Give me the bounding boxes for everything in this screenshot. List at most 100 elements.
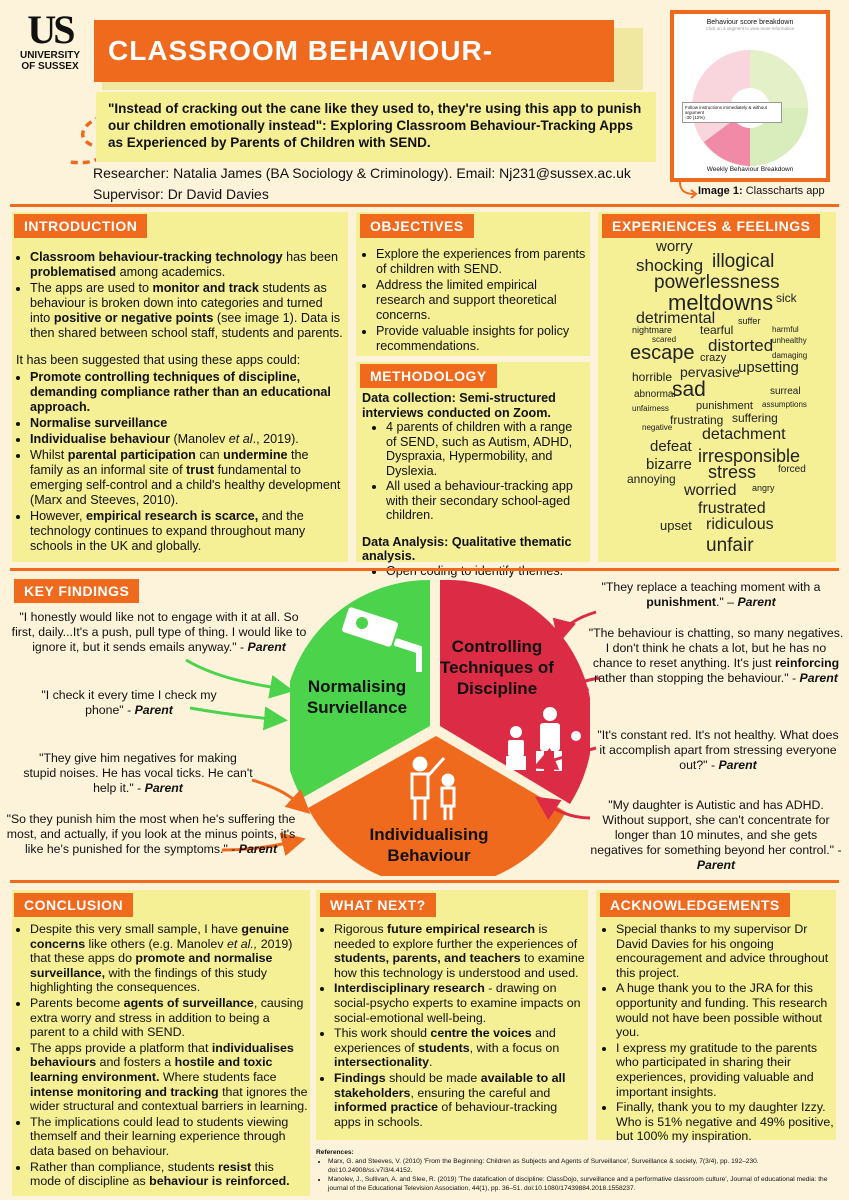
word-cloud-word: damaging bbox=[772, 351, 808, 360]
findings-pie-chart bbox=[290, 579, 590, 876]
pie-segment-surveillance bbox=[290, 579, 430, 798]
word-cloud-word: forced bbox=[778, 464, 806, 475]
arrow-icon bbox=[189, 706, 288, 731]
quote-card: "They replace a teaching moment with a p… bbox=[601, 580, 821, 609]
word-cloud-word: meltdowns bbox=[668, 290, 774, 315]
what-next-header: WHAT NEXT? bbox=[320, 893, 436, 917]
data-analysis-label: Data Analysis: Qualitative thematic anal… bbox=[362, 534, 572, 564]
word-cloud-word: crazy bbox=[700, 352, 727, 364]
reference-item: Manolev, J., Sullivan, A. and Slee, R. (… bbox=[328, 1175, 841, 1193]
conclusion-panel bbox=[12, 890, 310, 1196]
word-cloud-word: suffer bbox=[738, 316, 761, 326]
intro-bullet: The apps are used to monitor and track s… bbox=[30, 281, 344, 341]
conclusion-body: Despite this very small sample, I have g… bbox=[16, 922, 308, 1190]
arrow-icon bbox=[535, 796, 591, 820]
word-cloud-word: nightmare bbox=[632, 325, 673, 335]
word-cloud-word: stress bbox=[708, 462, 757, 482]
word-cloud-word: distorted bbox=[708, 336, 774, 355]
acknowledgements-body: Special thanks to my supervisor Dr David… bbox=[602, 922, 834, 1145]
acknowledgements-header: ACKNOWLEDGEMENTS bbox=[600, 893, 790, 917]
word-cloud-word: upsetting bbox=[738, 359, 799, 376]
quote-card: "I honestly would like not to engage wit… bbox=[11, 610, 307, 654]
conclusion-item: The implications could lead to students … bbox=[30, 1115, 308, 1159]
objectives-body: Explore the experiences from parents of … bbox=[362, 247, 586, 355]
objective-item: Provide valuable insights for policy rec… bbox=[376, 324, 586, 354]
quote-card: "It's constant red. It's not healthy. Wh… bbox=[597, 728, 839, 772]
intro-paragraph: It has been suggested that using these a… bbox=[16, 353, 301, 367]
conclusion-item: The apps provide a platform that individ… bbox=[30, 1041, 308, 1114]
intro-bullet: Normalise surveillance bbox=[30, 416, 344, 431]
word-cloud-word: sick bbox=[776, 291, 797, 305]
divider-top bbox=[10, 204, 839, 207]
data-collection-label: Data collection: Semi-structured intervi… bbox=[362, 391, 556, 420]
tooltip-line-1: Follow instructions immediately & withou… bbox=[685, 105, 768, 115]
word-cloud-word: defeat bbox=[650, 438, 692, 455]
quote-card: "My daughter is Autistic and has ADHD. W… bbox=[590, 798, 842, 872]
word-cloud-word: abnormal bbox=[634, 389, 676, 400]
intro-bullet: Classroom behaviour-tracking technology … bbox=[30, 250, 344, 280]
word-cloud-word: unfairness bbox=[632, 404, 669, 413]
word-cloud-word: upset bbox=[660, 518, 692, 533]
acknowledgements-panel bbox=[596, 890, 836, 1140]
conclusion-header: CONCLUSION bbox=[14, 893, 134, 917]
classcharts-screenshot: Behaviour score breakdown Click on a seg… bbox=[670, 10, 830, 182]
word-cloud-word: worried bbox=[684, 482, 737, 499]
researcher-line: Researcher: Natalia James (BA Sociology … bbox=[93, 165, 631, 181]
theme-label-surveillance: Normalising Surviellance bbox=[306, 677, 408, 717]
university-logo: US UNIVERSITY OF SUSSEX bbox=[14, 7, 86, 73]
reference-item: Marx, G. and Steeves, V. (2010) 'From th… bbox=[328, 1157, 841, 1175]
introduction-header: INTRODUCTION bbox=[14, 214, 148, 238]
word-cloud-word: scared bbox=[652, 335, 677, 344]
caption-arrow-icon bbox=[679, 181, 698, 199]
methodology-item: 4 parents of children with a range of SE… bbox=[386, 420, 586, 478]
screenshot-tooltip: Follow instructions immediately & withou… bbox=[682, 102, 782, 123]
divider-bottom bbox=[10, 880, 839, 883]
word-cloud-word: escape bbox=[630, 342, 695, 364]
what-next-item: Rigorous future empirical research is ne… bbox=[334, 922, 586, 980]
word-cloud-word: frustrated bbox=[698, 500, 766, 517]
poster-title: CLASSROOM BEHAVIOUR- TRACKING APPS bbox=[94, 20, 614, 128]
references-label: References: bbox=[316, 1149, 354, 1156]
screenshot-title: Behaviour score breakdown bbox=[706, 19, 794, 26]
logo-mark: US bbox=[27, 7, 75, 52]
what-next-body: Rigorous future empirical research is ne… bbox=[320, 922, 586, 1130]
quote-card: "They give him negatives for making stup… bbox=[23, 751, 253, 795]
methodology-header: METHODOLOGY bbox=[360, 364, 497, 388]
acknowledgement-item: A huge thank you to the JRA for this opp… bbox=[616, 981, 834, 1039]
tooltip-line-2: -30 (12%) bbox=[685, 115, 705, 120]
arrow-icon bbox=[532, 746, 597, 770]
acknowledgement-item: I express my gratitude to the parents wh… bbox=[616, 1041, 834, 1099]
word-cloud-word: harmful bbox=[772, 325, 799, 334]
research-subtitle: "Instead of cracking out the cane like t… bbox=[96, 92, 656, 162]
quote-card: "I check it every time I check my phone"… bbox=[41, 688, 217, 717]
word-cloud-word: surreal bbox=[770, 386, 801, 397]
objective-item: Explore the experiences from parents of … bbox=[376, 247, 586, 277]
word-cloud-word: frustrating bbox=[670, 413, 724, 427]
quote-card: "The behaviour is chatting, so many nega… bbox=[588, 626, 844, 685]
word-cloud-word: unhealthy bbox=[772, 336, 807, 345]
screenshot-footer: Weekly Behaviour Breakdown bbox=[706, 166, 794, 173]
researcher-info: Researcher: Natalia James (BA Sociology … bbox=[93, 163, 631, 205]
methodology-panel bbox=[356, 362, 590, 562]
quote-arrows bbox=[185, 610, 601, 857]
what-next-item: Findings should be made available to all… bbox=[334, 1071, 586, 1129]
key-findings-header: KEY FINDINGS bbox=[14, 579, 140, 603]
teacher-pointing-icon bbox=[410, 756, 456, 820]
experiences-panel bbox=[598, 212, 836, 562]
arrow-icon bbox=[552, 610, 597, 644]
arrow-icon bbox=[251, 778, 311, 815]
intro-bullet: However, empirical research is scarce, a… bbox=[30, 509, 344, 554]
acknowledgement-item: Finally, thank you to my daughter Izzy. … bbox=[616, 1100, 834, 1144]
word-cloud-word: ridiculous bbox=[706, 516, 774, 533]
what-next-panel bbox=[316, 890, 588, 1140]
word-cloud-word: sad bbox=[672, 378, 706, 401]
conclusion-item: Rather than compliance, students resist … bbox=[30, 1160, 308, 1189]
word-cloud-word: shocking bbox=[636, 256, 704, 275]
word-cloud-word: irresponsible bbox=[698, 446, 801, 466]
experiences-header: EXPERIENCES & FEELINGS bbox=[602, 214, 821, 238]
intro-bullet: Individualise behaviour (Manolev et al.,… bbox=[30, 432, 344, 447]
caption-label: Image 1: bbox=[698, 185, 743, 197]
word-cloud-word: detachment bbox=[702, 426, 786, 443]
arrow-icon bbox=[221, 832, 306, 857]
word-cloud-word: pervasive bbox=[680, 364, 740, 380]
